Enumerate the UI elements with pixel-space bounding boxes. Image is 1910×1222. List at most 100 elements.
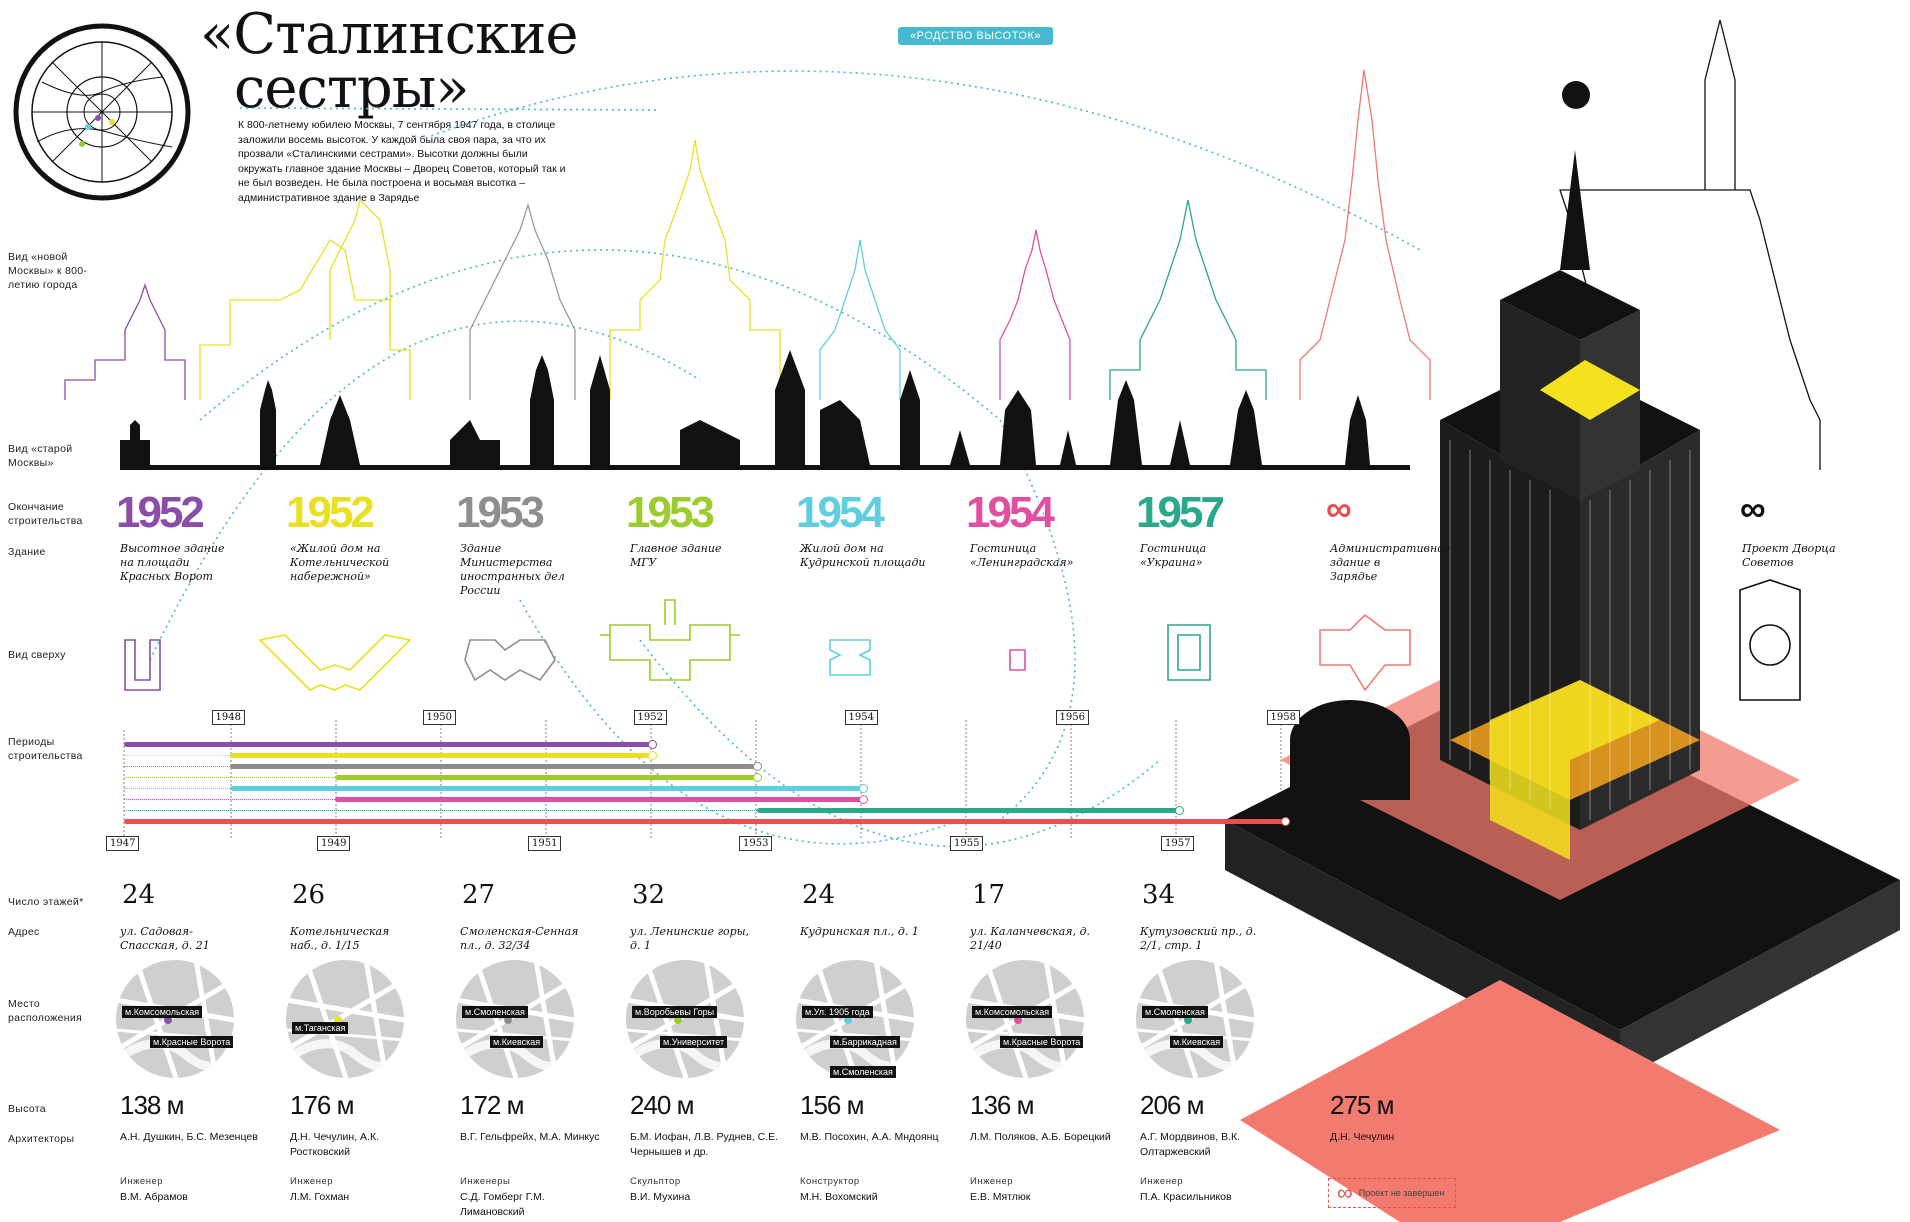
- height-zaryadye: 275 м: [1330, 1090, 1394, 1120]
- engineer-name: В.И. Мухина: [630, 1191, 691, 1203]
- label-architects: Архитекторы: [8, 1133, 75, 1145]
- building-height: 136 м: [970, 1090, 1034, 1120]
- label-old-moscow: Вид «старой Москвы»: [8, 443, 73, 469]
- architects: М.В. Посохин, А.А. Мндоянц: [800, 1131, 939, 1143]
- metro-station-label: м.Киевская: [1170, 1036, 1224, 1048]
- period-end-dot: [753, 762, 762, 771]
- engineer-role: Инженер: [120, 1176, 164, 1187]
- timeline-guide: [124, 810, 757, 811]
- location-map: [286, 960, 404, 1078]
- engineer-role: Конструктор: [800, 1176, 860, 1187]
- period-end-dot: [858, 784, 868, 793]
- metro-station-label: м.Комсомольская: [122, 1006, 203, 1018]
- timeline-year-bottom: 1947: [106, 836, 140, 851]
- title-line-1: «Сталинские: [200, 2, 579, 67]
- building-name: Главное здание МГУ: [630, 542, 722, 569]
- address: ул. Каланчевская, д. 21/40: [970, 925, 1091, 952]
- engineer-name: С.Д. Гомберг Г.М. Лимановский: [460, 1191, 545, 1218]
- floor-count: 24: [122, 880, 156, 910]
- metro-station-label: м.Таганская: [292, 1022, 349, 1034]
- timeline-year-top: 1952: [633, 710, 667, 725]
- address: Смоленская-Сенная пл., д. 32/34: [460, 925, 579, 952]
- construction-period-bar: [124, 742, 652, 747]
- label-floors: Число этажей*: [8, 896, 84, 908]
- metro-station-label: м.Баррикадная: [830, 1036, 900, 1048]
- label-location: Место расположения: [8, 998, 83, 1024]
- architects: Б.М. Иофан, Л.В. Руднев, С.Е. Чернышев и…: [630, 1131, 779, 1158]
- legend-unfinished: ∞ Проект не завершен: [1328, 1178, 1456, 1208]
- floor-count: 24: [802, 880, 836, 910]
- period-end-dot: [1280, 817, 1290, 826]
- location-map: [1136, 960, 1254, 1078]
- building-height: 172 м: [460, 1090, 524, 1120]
- floor-count: 26: [292, 880, 326, 910]
- year-zaryadye: ∞: [1326, 488, 1352, 529]
- timeline-year-top: 1958: [1266, 710, 1300, 725]
- engineer-role: Инженеры: [460, 1176, 511, 1187]
- architects: А.Н. Душкин, Б.С. Мезенцев: [120, 1131, 258, 1143]
- completion-year: 1954: [966, 488, 1055, 537]
- timeline-guide: [124, 799, 335, 800]
- completion-year: 1954: [796, 488, 885, 537]
- completion-year: 1953: [626, 488, 715, 537]
- building-height: 240 м: [630, 1090, 694, 1120]
- building-name: Высотное здание на площади Красных Ворот: [120, 542, 225, 583]
- building-name-palace: Проект Дворца Советов: [1742, 542, 1836, 569]
- construction-period-bar: [229, 753, 652, 758]
- construction-period-bar: [335, 797, 863, 802]
- completion-year: 1953: [456, 488, 545, 537]
- period-end-dot: [1175, 806, 1184, 815]
- completion-year: 1957: [1136, 488, 1225, 537]
- location-map: [456, 960, 574, 1078]
- construction-period-bar: [335, 775, 757, 780]
- building-height: 206 м: [1140, 1090, 1204, 1120]
- location-map: [796, 960, 914, 1078]
- floor-count: 34: [1142, 880, 1176, 910]
- building-name: Жилой дом на Кудринской площади: [800, 542, 926, 569]
- metro-station-label: м.Смоленская: [1142, 1006, 1208, 1018]
- architects-zaryadye: Д.Н. Чечулин: [1330, 1131, 1395, 1143]
- label-periods: Периоды строительства: [8, 736, 83, 762]
- emblem-circle-map: [12, 22, 192, 202]
- construction-period-bar: [229, 786, 863, 791]
- metro-station-label: м.Воробьевы Горы: [632, 1006, 718, 1018]
- building-height: 156 м: [800, 1090, 864, 1120]
- timeline-guide: [124, 788, 230, 789]
- engineer-name: Л.М. Гохман: [290, 1191, 350, 1203]
- timeline-year-bottom: 1955: [950, 836, 984, 851]
- engineer-name: М.Н. Вохомский: [800, 1191, 878, 1203]
- timeline-guide: [124, 777, 335, 778]
- label-top-view: Вид сверху: [8, 649, 66, 661]
- period-end-dot: [858, 795, 868, 804]
- timeline-guide: [124, 755, 230, 756]
- period-end-dot: [647, 751, 657, 760]
- building-name: Здание Министерства иностранных дел Росс…: [460, 542, 565, 597]
- year-palace: ∞: [1740, 488, 1766, 529]
- metro-station-label: м.Киевская: [490, 1036, 544, 1048]
- engineer-role: Скульптор: [630, 1176, 681, 1187]
- legend-label: Проект не завершен: [1358, 1188, 1445, 1198]
- timeline-year-top: 1948: [211, 710, 245, 725]
- building-name-zaryadye: Административное здание в Зарядье: [1330, 542, 1451, 583]
- metro-station-label: м.Смоленская: [462, 1006, 528, 1018]
- engineer-role: Инженер: [290, 1176, 334, 1187]
- period-end-dot: [753, 773, 762, 782]
- floor-count: 17: [972, 880, 1006, 910]
- engineer-role: Инженер: [1140, 1176, 1184, 1187]
- location-map: [116, 960, 234, 1078]
- architects: А.Г. Мордвинов, В.К. Олтаржевский: [1140, 1131, 1241, 1158]
- timeline-year-bottom: 1951: [528, 836, 562, 851]
- construction-period-bar: [757, 808, 1179, 813]
- timeline-year-top: 1954: [844, 710, 878, 725]
- construction-period-bar: [229, 764, 757, 769]
- construction-period-bar: [124, 819, 1285, 824]
- title-line-2: сестры»: [234, 56, 470, 121]
- address: Кутузовский пр., д. 2/1, стр. 1: [1140, 925, 1257, 952]
- building-height: 138 м: [120, 1090, 184, 1120]
- completion-year: 1952: [286, 488, 375, 537]
- timeline-year-bottom: 1949: [317, 836, 351, 851]
- architects: В.Г. Гельфрейх, М.А. Минкус: [460, 1131, 600, 1143]
- address: ул. Садовая-Спасская, д. 21: [120, 925, 210, 952]
- metro-station-label: м.Ул. 1905 года: [802, 1006, 873, 1018]
